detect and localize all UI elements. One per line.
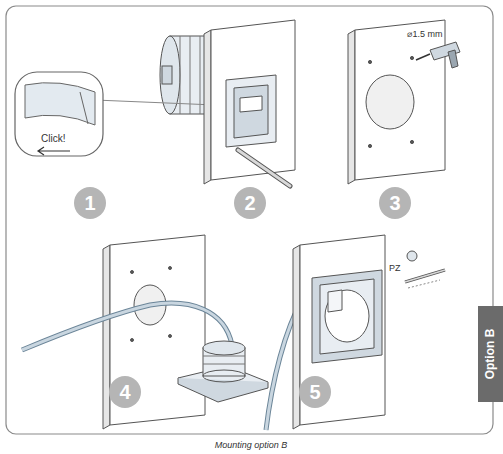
step-number: 1 <box>74 187 106 219</box>
step-number: 4 <box>109 376 141 408</box>
wall <box>103 245 110 429</box>
detail-inset <box>15 72 215 156</box>
wall <box>348 20 445 184</box>
wall <box>293 235 385 429</box>
detail-inset <box>15 72 103 156</box>
wall <box>410 56 413 59</box>
callout-label: Click! <box>40 133 66 145</box>
cable <box>22 303 232 350</box>
screw <box>405 270 445 282</box>
figure-caption: Mounting option B <box>214 439 289 451</box>
step-number: 2 <box>234 187 266 219</box>
wall <box>211 20 295 180</box>
frame <box>6 6 493 434</box>
screwdriver <box>238 150 290 186</box>
fan-part <box>160 36 180 114</box>
tool-label: PZ <box>388 262 402 274</box>
mounted-device <box>226 75 276 147</box>
mounted-device <box>328 290 342 312</box>
screwdriver <box>238 150 290 186</box>
drill <box>448 50 458 68</box>
screw <box>407 251 417 261</box>
wall <box>103 235 205 429</box>
wall <box>368 60 371 63</box>
step-number: 3 <box>379 187 411 219</box>
step-number: 5 <box>299 376 331 408</box>
wall <box>410 140 413 143</box>
detail-inset <box>38 147 70 155</box>
detail-inset <box>25 83 95 125</box>
wall <box>366 75 414 129</box>
wall <box>204 30 211 184</box>
wall <box>131 271 134 274</box>
step-number-text: 5 <box>309 381 320 403</box>
mounted-device <box>226 75 276 147</box>
fan-part <box>203 341 245 355</box>
section-tab: Option B <box>478 306 503 402</box>
detail-inset <box>95 100 215 105</box>
step-number-text: 2 <box>244 192 255 214</box>
step-number-text: 1 <box>84 192 95 214</box>
screw <box>405 251 445 288</box>
tab-label: Option B <box>484 329 498 380</box>
wall <box>293 245 300 429</box>
fan-part <box>203 370 245 382</box>
screwdriver <box>238 150 290 186</box>
wall <box>300 235 385 425</box>
wall <box>169 335 172 338</box>
mounted-device <box>312 270 382 363</box>
wall <box>355 20 445 180</box>
mounted-device <box>325 290 369 342</box>
drill <box>416 54 430 60</box>
fan-part <box>178 341 268 402</box>
step-number-text: 3 <box>389 192 400 214</box>
cable <box>22 303 232 350</box>
wall <box>131 339 134 342</box>
wall <box>368 144 371 147</box>
wall <box>348 30 355 184</box>
drill <box>416 42 460 68</box>
screw <box>405 270 445 282</box>
detail-inset <box>80 92 88 124</box>
cable <box>22 303 232 350</box>
dimension-label: ⌀1.5 mm <box>406 28 443 40</box>
screw <box>408 280 440 288</box>
mounted-device <box>312 270 382 363</box>
mounted-device <box>320 279 374 354</box>
mounted-device <box>240 96 262 112</box>
wall <box>169 267 172 270</box>
wall <box>110 235 205 425</box>
fan-part <box>162 66 172 84</box>
fan-part <box>203 356 245 364</box>
mounted-device <box>234 85 268 138</box>
step-number-text: 4 <box>119 381 130 403</box>
